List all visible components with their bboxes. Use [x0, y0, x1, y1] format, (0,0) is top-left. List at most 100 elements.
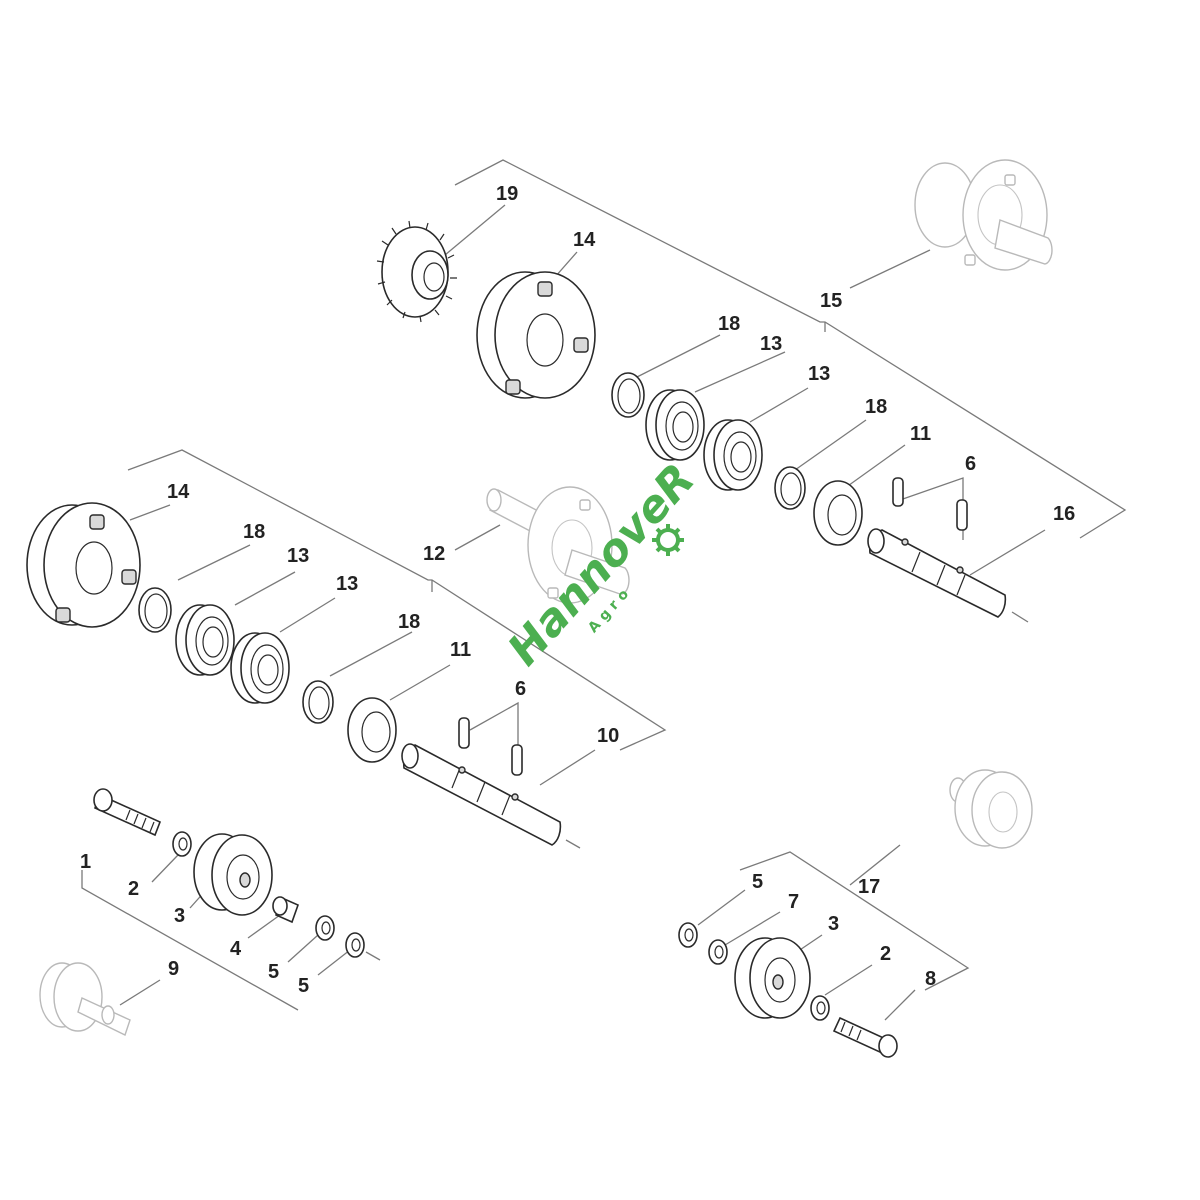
callout-13-top-b: 13	[808, 363, 830, 385]
callout-15: 15	[820, 290, 842, 312]
circlip-part-18-mid-a	[138, 587, 172, 633]
callout-8: 8	[925, 968, 936, 990]
spacer-part-4	[272, 896, 300, 924]
callout-19: 19	[496, 183, 518, 205]
callout-labels: 19 14 15 18 13 13 18 11 6 16 14 18 13 13…	[80, 183, 1075, 997]
leader-6-mid	[469, 701, 519, 768]
leader-18-top-b	[794, 419, 867, 471]
leader-8	[884, 989, 916, 1021]
leader-19	[444, 204, 506, 256]
hub-flange-part-14-top	[476, 271, 596, 399]
leader-13-mid-a	[234, 571, 296, 606]
bracket-left-pulley	[81, 870, 299, 1011]
callout-5-left-a: 5	[268, 961, 279, 983]
seal-part-11-mid	[347, 697, 397, 763]
bearing-part-13-top-b	[703, 419, 763, 491]
callout-5-right: 5	[752, 871, 763, 893]
callout-5-left-b: 5	[298, 975, 309, 997]
callout-12: 12	[423, 543, 445, 565]
leader-2-right	[824, 964, 873, 996]
bracket-upper-assembly	[454, 159, 1127, 539]
callout-13-mid-b: 13	[336, 573, 358, 595]
callout-13-top-a: 13	[760, 333, 782, 355]
circlip-part-18-mid-b	[302, 680, 334, 724]
callout-14-mid: 14	[167, 481, 190, 503]
leader-17	[849, 844, 901, 886]
callout-18-top-b: 18	[865, 396, 887, 418]
leader-4	[247, 914, 281, 939]
watermark-logo: HannoveR Agro	[498, 454, 704, 675]
callout-10: 10	[597, 725, 619, 747]
callout-6-mid: 6	[515, 678, 526, 700]
callout-4: 4	[230, 938, 242, 960]
bearing-part-13-mid-a	[175, 604, 235, 676]
leader-9	[119, 979, 161, 1006]
bearing-part-13-mid-b	[230, 632, 290, 704]
callout-13-mid-a: 13	[287, 545, 309, 567]
leader-5-right	[697, 889, 746, 926]
pulley-part-3-right	[734, 937, 811, 1019]
leader-16	[969, 529, 1046, 576]
assembled-pulley-part-17	[949, 769, 1033, 849]
bracket-right-pulley	[739, 851, 970, 991]
circlip-part-18-top-b	[774, 466, 806, 510]
callout-2-right: 2	[880, 943, 891, 965]
leader-13-top-a	[694, 351, 786, 393]
leader-5-left-b	[317, 949, 351, 976]
pins-part-6-top	[892, 477, 968, 531]
nut-part-5-left-b	[345, 932, 381, 961]
washer-part-2-right	[810, 995, 830, 1021]
circlip-part-18-top-a	[611, 372, 645, 418]
bolt-part-1	[93, 788, 162, 837]
shaft-part-16	[867, 528, 1029, 623]
callout-16: 16	[1053, 503, 1075, 525]
leader-14-mid	[129, 504, 171, 521]
callout-3-right: 3	[828, 913, 839, 935]
assembled-hub-part-15	[914, 159, 1053, 271]
callout-18-top-a: 18	[718, 313, 740, 335]
bracket-middle-assembly	[127, 449, 667, 751]
seal-part-11-top	[813, 480, 863, 546]
leader-13-mid-b	[279, 597, 336, 633]
watermark-brand: HannoveR	[498, 454, 704, 675]
leader-12	[454, 524, 501, 551]
leader-18-top-a	[634, 334, 721, 379]
callout-17: 17	[858, 876, 880, 898]
callout-18-mid-a: 18	[243, 521, 265, 543]
leader-5-left-a	[287, 934, 319, 963]
callout-9: 9	[168, 958, 179, 980]
hub-flange-part-14-mid	[26, 502, 141, 628]
pulley-part-3-left	[193, 833, 273, 916]
bolt-part-8	[832, 1016, 898, 1058]
leader-2-left	[151, 854, 179, 883]
callout-18-mid-b: 18	[398, 611, 420, 633]
shaft-part-10	[401, 743, 581, 849]
leader-13-top-b	[749, 387, 809, 423]
assembled-pulley-part-9	[39, 962, 131, 1036]
callout-3-left: 3	[174, 905, 185, 927]
bearing-part-13-top-a	[645, 389, 705, 461]
leader-6-top	[899, 477, 964, 540]
leader-18-mid-b	[329, 631, 413, 677]
leader-15	[849, 249, 931, 289]
leader-10	[539, 749, 596, 786]
callout-1: 1	[80, 851, 91, 873]
pins-part-6-mid	[458, 717, 523, 776]
nut-part-5-left-a	[315, 915, 335, 941]
callout-2-left: 2	[128, 878, 139, 900]
washer-part-2-left	[172, 831, 192, 857]
leader-18-mid-a	[177, 544, 251, 581]
leader-7	[724, 911, 781, 946]
callout-7: 7	[788, 891, 799, 913]
assembled-hub-part-12	[486, 486, 630, 604]
callout-14-top: 14	[573, 229, 596, 251]
gear-icon	[652, 524, 684, 556]
callout-11-mid: 11	[450, 639, 471, 661]
callout-6-top: 6	[965, 453, 976, 475]
sprocket-part-19	[376, 220, 457, 323]
washer-part-7	[708, 939, 728, 965]
callout-11-top: 11	[910, 423, 931, 445]
leader-11-top	[844, 444, 906, 489]
leader-11-mid	[389, 664, 451, 701]
